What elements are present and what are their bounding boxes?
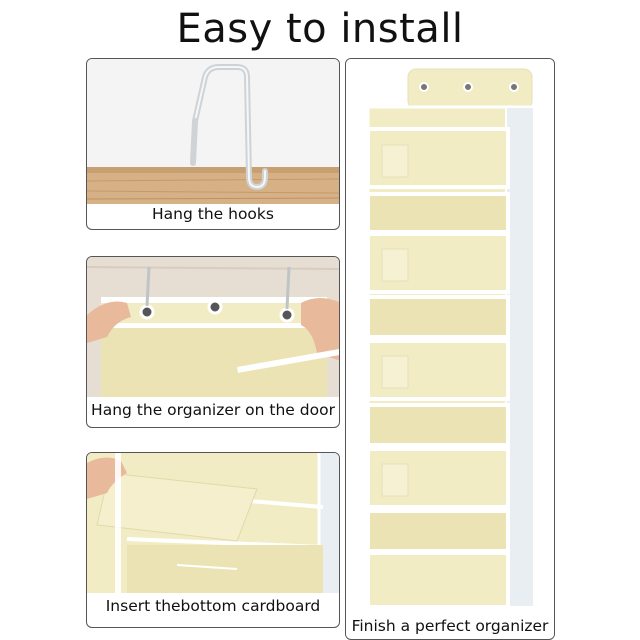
page-title: Easy to install (176, 6, 464, 52)
step-caption-insert-cardboard: Insert thebottom cardboard (105, 597, 321, 615)
step-panel-finished-organizer: Finish a perfect organizer (345, 58, 555, 640)
step-caption-hang-organizer: Hang the organizer on the door (91, 401, 335, 419)
hook-on-door-image (87, 59, 339, 204)
insert-cardboard-image (87, 453, 339, 593)
hang-organizer-image (87, 257, 339, 397)
step-panel-hang-organizer: Hang the organizer on the door (86, 256, 340, 428)
organizer-pockets (366, 127, 510, 609)
finished-organizer-image (346, 59, 554, 614)
step-panel-hang-hooks: Hang the hooks (86, 58, 340, 230)
step-caption-finished-organizer: Finish a perfect organizer (351, 617, 549, 635)
step-panel-insert-cardboard: Insert thebottom cardboard (86, 452, 340, 628)
step-caption-hang-hooks: Hang the hooks (152, 205, 274, 223)
